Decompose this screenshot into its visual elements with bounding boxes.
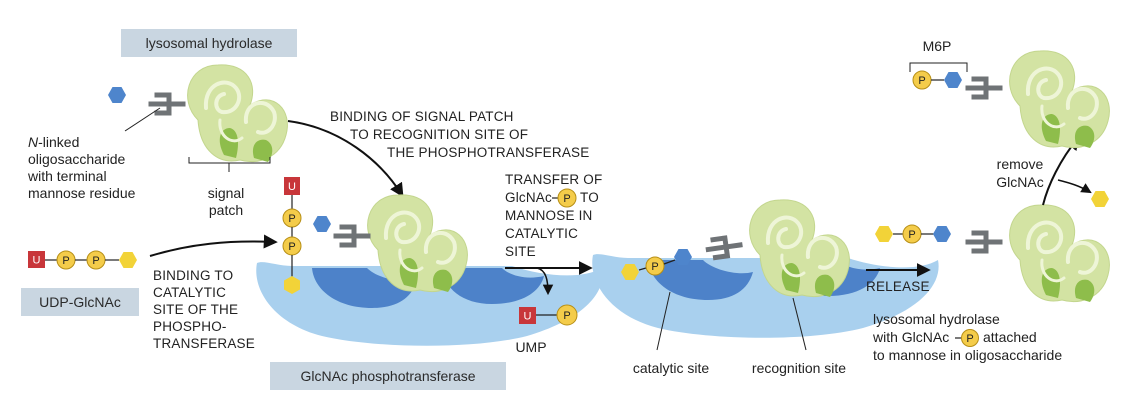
arrow-binding-signal <box>287 120 404 198</box>
m6p-label: M6P <box>923 38 952 54</box>
binding-catalytic-line2: CATALYTIC <box>153 285 226 300</box>
udp-p1-label: P <box>62 255 69 267</box>
bound-p2-label: P <box>288 241 295 253</box>
ump-u-letter: U <box>524 311 532 323</box>
bound-u-letter: U <box>288 181 296 193</box>
binding-signal-line2: TO RECOGNITION SITE OF <box>350 127 528 142</box>
ump-p-label: P <box>563 310 570 322</box>
binding-signal-line3: THE PHOSPHOTRANSFERASE <box>387 145 589 160</box>
binding-catalytic-line1: BINDING TO <box>153 268 233 283</box>
transfer-line2-post: TO <box>580 190 599 205</box>
transfer-line4: CATALYTIC <box>505 226 578 241</box>
result-line3: to mannose in oligosaccharide <box>873 347 1062 363</box>
hydrolase-protein <box>185 62 290 164</box>
transfer-line5: SITE <box>505 244 536 259</box>
binding-catalytic-line3: SITE OF THE <box>153 302 238 317</box>
signal-patch-bracket <box>188 157 271 172</box>
leader-catalytic-site <box>656 291 671 351</box>
binding-catalytic-line5: TRANSFERASE <box>153 336 255 351</box>
n-linked-line3: with terminal <box>27 168 107 184</box>
udp-p2-label: P <box>92 255 99 267</box>
udp-glcnac-label-box <box>21 288 139 316</box>
result-phosphate <box>961 329 979 347</box>
transfer-line2: GlcNAc <box>505 190 552 205</box>
m6p-bracket <box>909 62 968 72</box>
stage3-bond-2 <box>663 259 676 265</box>
catalytic-site-label: catalytic site <box>633 360 709 376</box>
removed-glcnac-hexagon <box>1091 191 1109 207</box>
n-linked-label: N-linked <box>28 134 79 150</box>
m6p-hydrolase-protein <box>1007 48 1112 151</box>
signal-patch-label: signal <box>208 185 245 201</box>
phosphotransferase-label-box <box>270 362 506 390</box>
stage3-trident <box>707 236 741 258</box>
m6p-mannose-hexagon <box>944 72 962 88</box>
released-mannose-hexagon <box>933 226 951 242</box>
result-line2-post: attached <box>983 329 1037 345</box>
m6p-p-label: P <box>918 75 925 87</box>
result-line1: lysosomal hydrolase <box>873 311 1000 327</box>
released-glcnac-hexagon <box>875 226 893 242</box>
remove-label-line1: remove <box>997 156 1044 172</box>
m6p-trident <box>968 79 1000 97</box>
binding-signal-line1: BINDING OF SIGNAL PATCH <box>330 109 514 124</box>
ump-uridine-square <box>519 307 536 324</box>
ump-label: UMP <box>515 339 546 355</box>
bound-p1-label: P <box>288 213 295 225</box>
signal-patch-label-line2: patch <box>209 202 243 218</box>
released-p-label: P <box>908 229 915 241</box>
leader-line-oligo <box>124 107 161 132</box>
bound-mannose-hexagon <box>313 216 331 232</box>
released-hydrolase-protein <box>1007 202 1112 304</box>
hydrolase-label: lysosomal hydrolase <box>146 35 273 51</box>
result-line2: with GlcNAc <box>872 329 949 345</box>
result-p-label: P <box>966 333 973 345</box>
phosphotransferase-label: GlcNAc phosphotransferase <box>300 368 475 384</box>
stage3-phosphate <box>645 256 665 276</box>
release-label: RELEASE <box>866 279 930 294</box>
bound-uridine-square <box>284 177 300 195</box>
n-linked-line4: mannose residue <box>28 185 136 201</box>
recognition-site-label: recognition site <box>752 360 846 376</box>
arrow-binding-catalytic <box>149 234 278 257</box>
transfer-phosphate <box>557 188 577 208</box>
transfer-p-label: P <box>563 193 570 205</box>
binding-catalytic-line4: PHOSPHO- <box>153 319 227 334</box>
stage3-p-label: P <box>651 261 658 273</box>
bound-trident <box>336 227 368 245</box>
mannose-hexagon <box>108 87 126 103</box>
transfer-line1: TRANSFER OF <box>505 172 602 187</box>
hydrolase-label-box <box>121 29 297 57</box>
remove-label-line2: GlcNAc <box>996 174 1043 190</box>
released-trident <box>968 233 1000 251</box>
arrow-glcnac-out <box>1057 179 1092 194</box>
udp-uridine-square <box>28 251 45 268</box>
ump-phosphate <box>556 304 578 326</box>
stage3-bond-1 <box>638 267 647 271</box>
udp-glcnac-label: UDP-GlcNAc <box>39 294 121 310</box>
n-linked-line2: oligosaccharide <box>28 151 125 167</box>
leader-recognition-site <box>792 297 807 351</box>
arrow-ump-release <box>536 267 554 296</box>
udp-glcnac-hexagon <box>119 252 137 268</box>
transfer-line3: MANNOSE IN <box>505 208 593 223</box>
udp-u-letter: U <box>33 255 41 267</box>
